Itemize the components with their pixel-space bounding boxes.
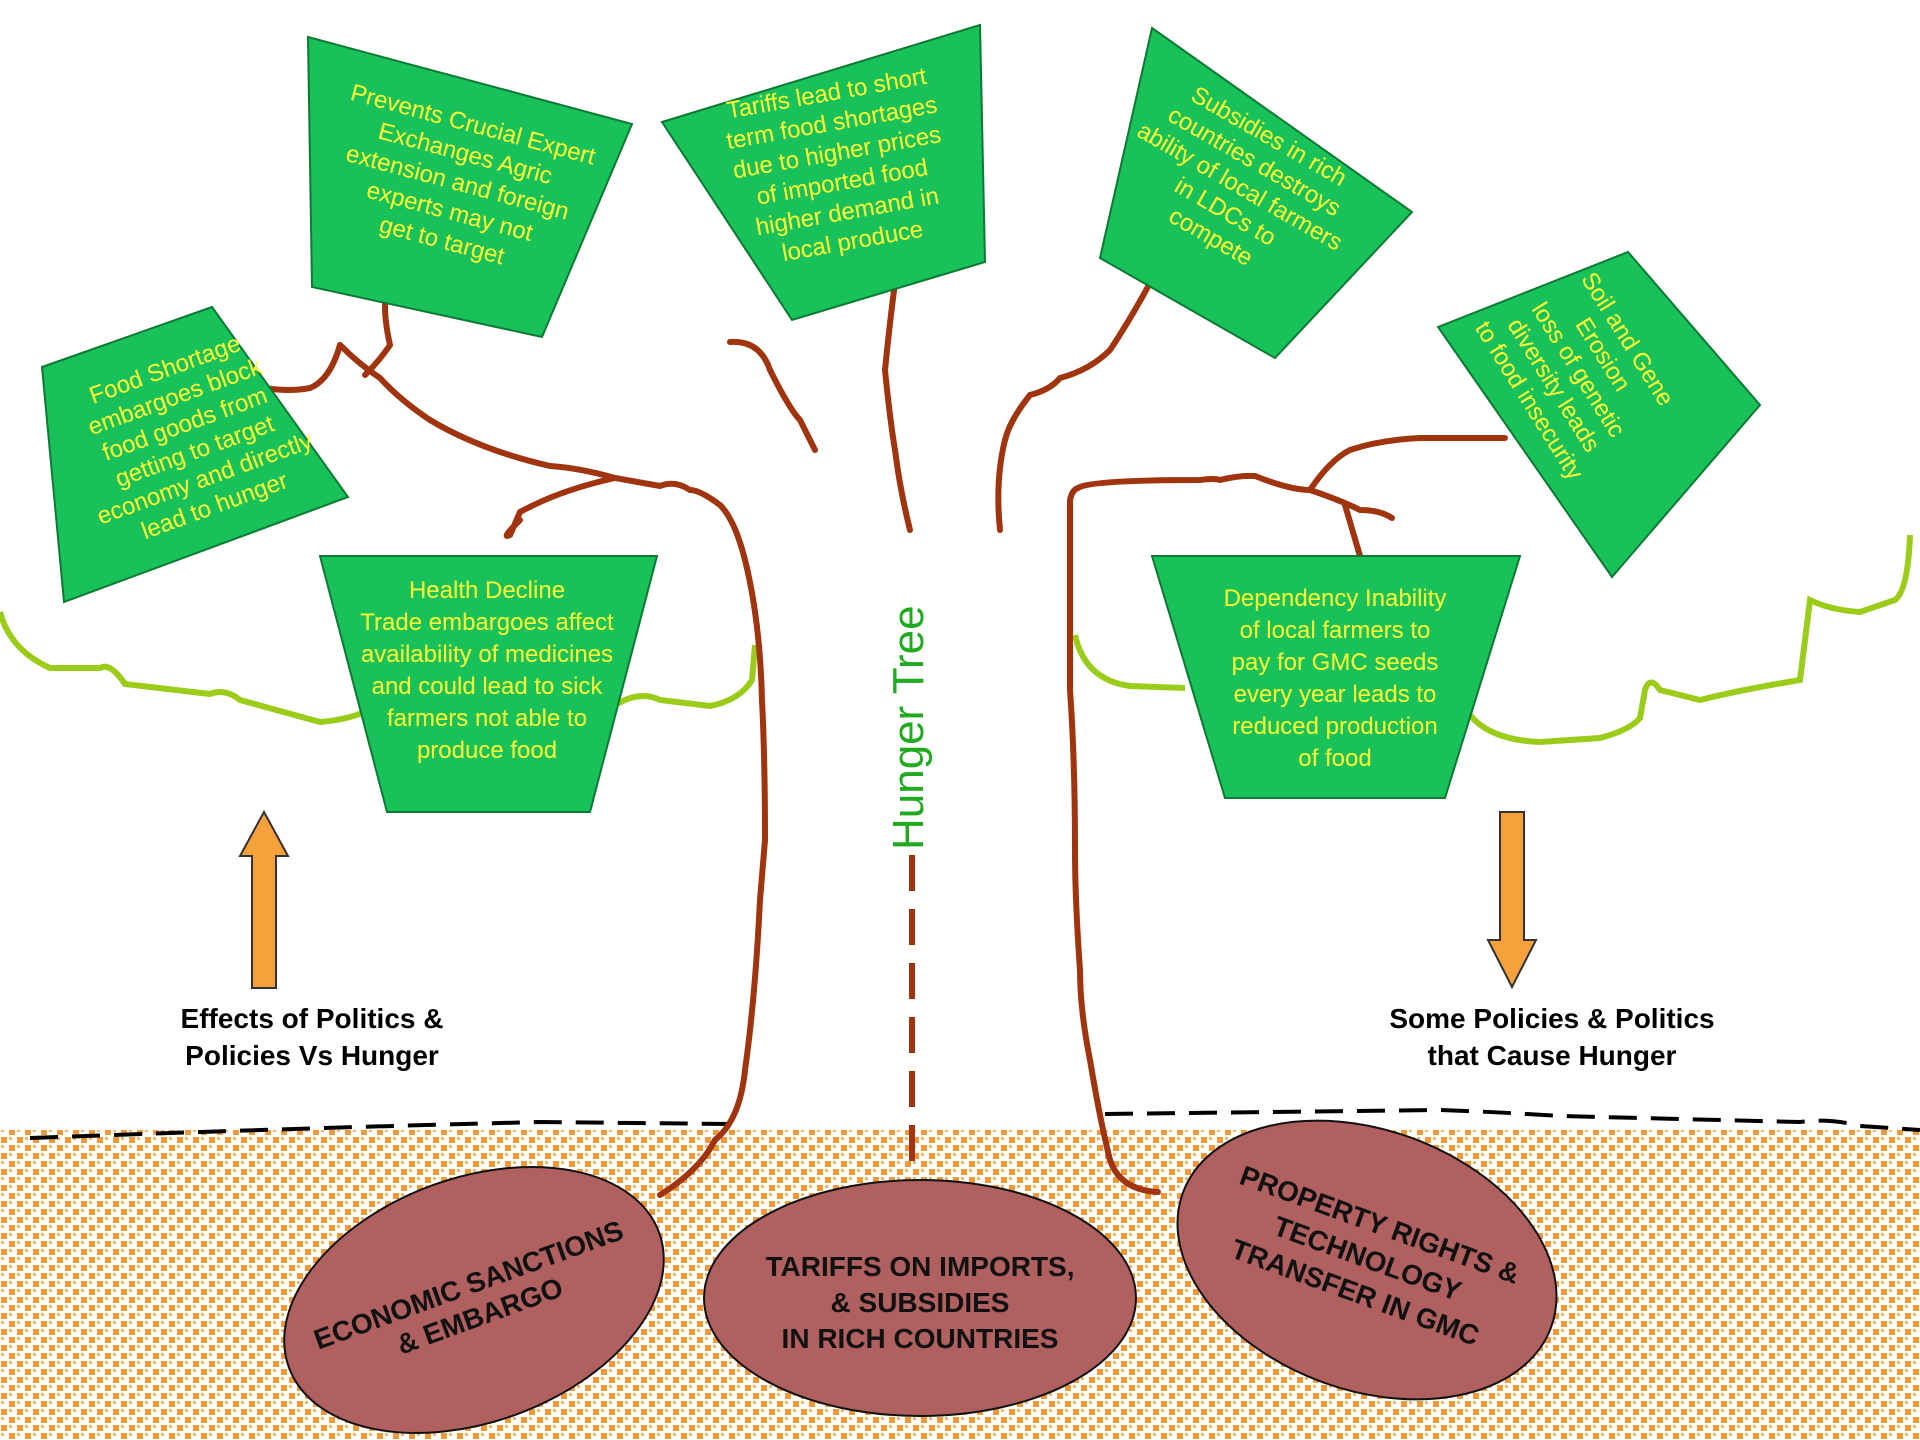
leaf-subsidies: Subsidies in richcountries destroysabili…	[1098, 26, 1414, 360]
text-line: and could lead to sick	[372, 673, 604, 700]
text-line: every year leads to	[1234, 681, 1437, 708]
text-line: Some Policies & Politics	[1389, 1003, 1714, 1034]
caption-left: Effects of Politics & Policies Vs Hunger	[181, 1003, 444, 1071]
root-property-rights: PROPERTY RIGHTS &TECHNOLOGYTRANSFER IN G…	[1176, 1119, 1558, 1401]
text-line: Effects of Politics &	[181, 1003, 444, 1034]
text-line: pay for GMC seeds	[1232, 649, 1439, 676]
root-tariffs-subsidies: TARIFFS ON IMPORTS, & SUBSIDIES IN RICH CO…	[703, 1179, 1137, 1417]
text-line: TARIFFS ON IMPORTS,	[765, 1251, 1074, 1282]
text-line: Dependency Inability	[1224, 585, 1447, 612]
text-line: & SUBSIDIES	[831, 1287, 1010, 1318]
leaf-tariffs-short: Tariffs lead to shortterm food shortages…	[660, 23, 987, 322]
leaf-food-shortage: Food Shortageembargoes blockfood goods f…	[40, 305, 350, 604]
leaf-soil-gene: Soil and GeneErosionloss of geneticdiver…	[1436, 250, 1762, 579]
caption-right: Some Policies & Politics that Cause Hunge…	[1389, 1003, 1714, 1071]
text-line: Trade embargoes affect	[360, 609, 614, 636]
text-line: of food	[1298, 745, 1371, 772]
text-line: Policies Vs Hunger	[185, 1040, 439, 1071]
svg-text:Tariffs lead to shortterm food: Tariffs lead to shortterm food shortages…	[719, 62, 960, 273]
text-line: availability of medicines	[361, 641, 613, 668]
text-line: of local farmers to	[1240, 617, 1431, 644]
canopy-line-right	[1072, 534, 1913, 746]
text-line: reduced production	[1232, 713, 1437, 740]
up-arrow-icon	[238, 809, 290, 989]
svg-text:TARIFFS ON IMPORTS,& SUBSIDIES: TARIFFS ON IMPORTS, & SUBSIDIES IN RICH CO…	[765, 1251, 1074, 1354]
down-arrow-icon	[1486, 811, 1538, 990]
text-line: farmers not able to	[387, 705, 587, 732]
ground-dashed-line-right	[1104, 1107, 1920, 1132]
tree-branches	[262, 279, 1508, 1198]
canopy-line-left-2	[613, 644, 758, 710]
leaf-dependency: Dependency Inability of local farmers to p…	[1150, 555, 1522, 799]
trunk-label: Hunger Tree	[884, 605, 933, 850]
text-line: that Cause Hunger	[1428, 1040, 1677, 1071]
root-economic-sanctions: ECONOMIC SANCTIONS& EMBARGO	[283, 1166, 665, 1434]
text-line: IN RICH COUNTRIES	[782, 1323, 1059, 1354]
text-line: Health Decline	[409, 577, 565, 604]
canopy-line-left	[0, 611, 367, 726]
leaf-prevents-exchanges: Prevents Crucial ExpertExchanges Agricex…	[306, 35, 634, 339]
ground-dashed-line-left	[29, 1119, 731, 1140]
text-line: produce food	[417, 737, 557, 764]
